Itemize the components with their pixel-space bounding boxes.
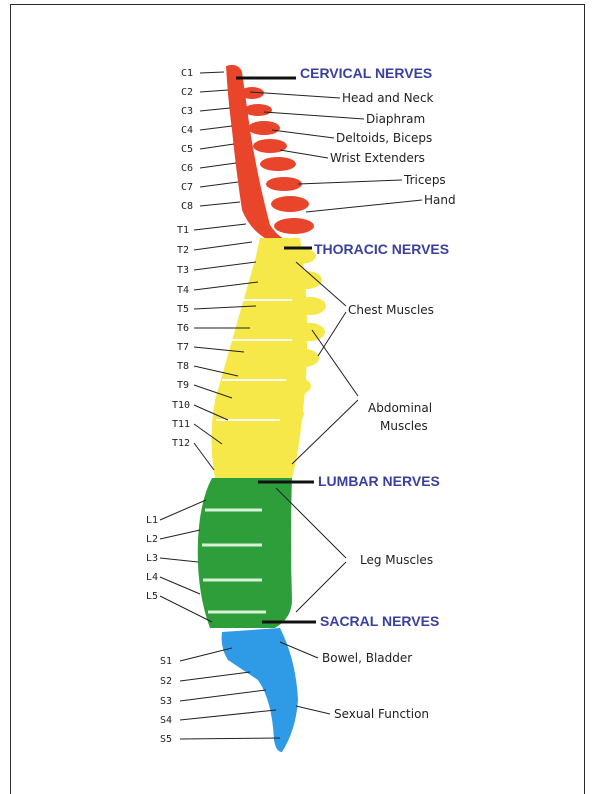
l1-process <box>262 488 286 504</box>
c4-process <box>248 121 280 135</box>
t7-process <box>289 349 319 367</box>
c8-process <box>271 196 309 212</box>
function-diaphram: Diaphram <box>366 112 425 126</box>
vertebra-label-c2: C2 <box>181 87 193 98</box>
function-leg-muscles: Leg Muscles <box>360 553 433 567</box>
sacral-nerves-heading: SACRAL NERVES <box>320 613 439 629</box>
l4-process <box>258 588 282 604</box>
vertebra-label-t5: T5 <box>177 304 189 315</box>
l2-process <box>258 522 282 538</box>
lumbar-nerves-heading: LUMBAR NERVES <box>318 473 440 489</box>
t5-process <box>294 297 326 315</box>
t2-process <box>284 248 316 264</box>
vertebra-label-s3: S3 <box>160 696 172 707</box>
sacral-spine-segment <box>222 628 298 752</box>
function-bowel-bladder: Bowel, Bladder <box>322 651 412 665</box>
vertebra-label-t12: T12 <box>172 438 190 449</box>
cervical-spine-segment <box>226 65 314 240</box>
vertebra-label-t6: T6 <box>177 323 189 334</box>
vertebra-label-t2: T2 <box>177 245 189 256</box>
function-abdominal-muscles: Muscles <box>380 419 428 433</box>
c6-process <box>260 157 296 171</box>
function-head-neck: Head and Neck <box>342 91 434 105</box>
function-abdominal: Abdominal <box>368 401 432 415</box>
vertebra-label-c6: C6 <box>181 163 193 174</box>
function-triceps: Triceps <box>403 173 446 187</box>
vertebra-label-l4: L4 <box>146 572 158 583</box>
vertebra-label-s2: S2 <box>160 676 172 687</box>
function-deltoids-biceps: Deltoids, Biceps <box>336 131 432 145</box>
thoracic-nerves-heading: THORACIC NERVES <box>314 241 449 257</box>
vertebra-label-t7: T7 <box>177 342 189 353</box>
vertebra-label-t3: T3 <box>177 265 189 276</box>
cervical-nerves-heading: CERVICAL NERVES <box>300 65 432 81</box>
vertebra-label-t8: T8 <box>177 361 189 372</box>
vertebra-label-l3: L3 <box>146 553 158 564</box>
vertebra-label-c1: C1 <box>181 68 193 79</box>
function-wrist-extenders: Wrist Extenders <box>330 151 425 165</box>
c3-process <box>244 104 272 116</box>
vertebra-label-c4: C4 <box>181 125 193 136</box>
l3-process <box>256 554 280 570</box>
function-chest-muscles: Chest Muscles <box>348 303 434 317</box>
lumbar-spine-segment <box>198 478 292 628</box>
c5-process <box>253 139 287 153</box>
vertebra-label-c5: C5 <box>181 144 193 155</box>
thoracic-spine-segment <box>212 238 327 478</box>
vertebra-label-t11: T11 <box>172 419 190 430</box>
vertebra-label-t10: T10 <box>172 400 190 411</box>
vertebra-label-c8: C8 <box>181 201 193 212</box>
vertebra-label-t4: T4 <box>177 285 189 296</box>
sacrum <box>222 628 298 752</box>
t1-red-process <box>274 218 314 234</box>
vertebra-label-l2: L2 <box>146 534 158 545</box>
vertebra-label-l5: L5 <box>146 591 158 602</box>
function-hand: Hand <box>424 193 456 207</box>
vertebra-label-s1: S1 <box>160 656 172 667</box>
t10-process <box>276 405 304 423</box>
function-sexual-function: Sexual Function <box>334 707 429 721</box>
c7-process <box>266 177 302 191</box>
t11-process <box>270 435 298 453</box>
vertebra-label-t1: T1 <box>177 225 189 236</box>
vertebra-label-s5: S5 <box>160 734 172 745</box>
vertebra-label-c7: C7 <box>181 182 193 193</box>
vertebra-label-c3: C3 <box>181 106 193 117</box>
t6-process <box>295 323 325 341</box>
vertebra-label-l1: L1 <box>146 515 158 526</box>
vertebra-label-t9: T9 <box>177 380 189 391</box>
vertebra-label-s4: S4 <box>160 715 172 726</box>
